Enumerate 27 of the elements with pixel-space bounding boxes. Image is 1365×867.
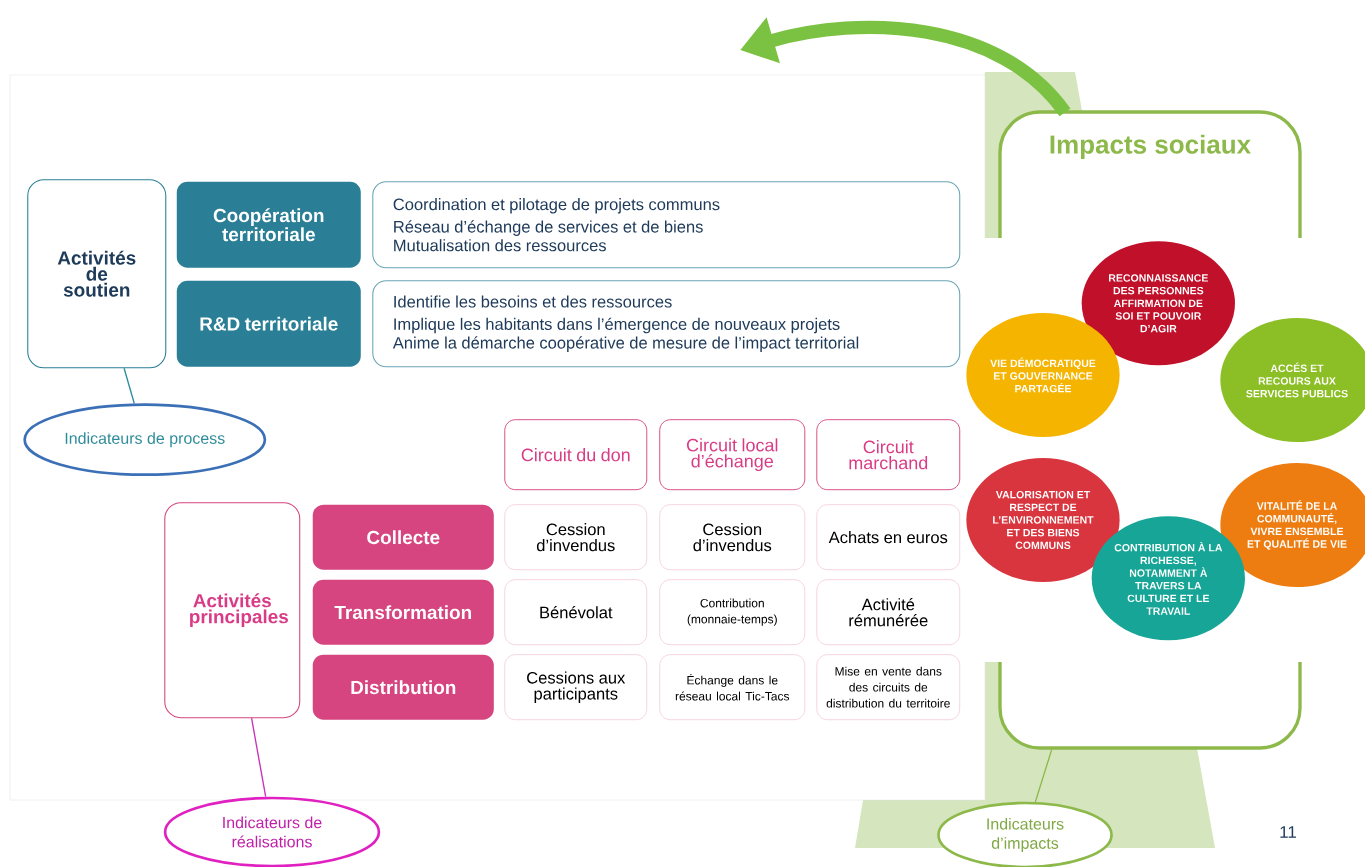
table-cell: Échange dans le réseau local Tic-Tacs <box>659 654 806 721</box>
table-cell: Cessions aux participants <box>504 654 648 721</box>
leader-line <box>1034 749 1053 803</box>
table-cell: Cession d’invendus <box>504 504 648 571</box>
table-cell: Cession d’invendus <box>659 504 806 571</box>
activity-box: Transformation <box>312 579 494 645</box>
leader-line <box>123 367 135 405</box>
category-box: Activités principales <box>164 502 301 719</box>
activity-box: R&D territoriale <box>176 280 361 367</box>
impact-petal: ACCÉS ET RECOURS AUX SERVICES PUBLICS <box>1220 318 1365 442</box>
activity-box: Collecte <box>312 504 494 570</box>
description-box: Identifie les besoins et des ressources Implique les habitants dans l’émergence de nouveaux projets Anime la démarche coopérative de mesure de l’impact territorial <box>372 280 961 368</box>
category-box: Activités de soutien <box>27 179 167 369</box>
column-header-box: Circuit local d’échange <box>659 419 806 491</box>
table-cell: Activité rémunérée <box>816 579 961 646</box>
table-cell: Bénévolat <box>504 579 648 646</box>
table-cell: Achats en euros <box>816 504 961 571</box>
page-number: 11 <box>1280 826 1297 838</box>
description-box: Coordination et pilotage de projets communs Réseau d’échange de services et de biens Mutualisation des ressources <box>372 181 961 269</box>
column-header-box: Circuit du don <box>504 419 648 491</box>
table-cell: Contribution (monnaie-temps) <box>659 579 806 646</box>
activity-box: Distribution <box>312 654 494 720</box>
table-cell: Mise en vente dans des circuits de distribution du territoire <box>816 654 961 721</box>
node-label: Indicateurs de réalisations <box>223 816 322 848</box>
leader-line <box>250 717 267 798</box>
column-header-box: Circuit marchand <box>816 419 961 491</box>
activity-box: Coopération territoriale <box>176 181 361 268</box>
